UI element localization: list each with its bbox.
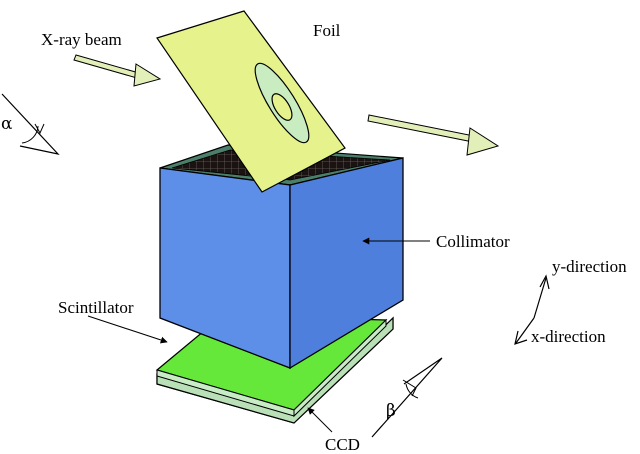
foil-label: Foil: [313, 21, 341, 40]
scintillator-pointer: [87, 315, 168, 344]
direction-axes: [514, 274, 550, 345]
beta-angle-icon: [371, 357, 443, 438]
xray-beam-label: X-ray beam: [41, 30, 122, 49]
x-direction-label: x-direction: [531, 327, 606, 346]
xray-beam-arrow-in: [73, 54, 162, 87]
xray-beam-arrow-out: [367, 114, 500, 156]
alpha-angle-icon: [1, 93, 60, 155]
alpha-label: α: [1, 114, 13, 134]
foil-ring-inner: [271, 93, 293, 121]
collimator-label: Collimator: [436, 232, 510, 251]
foil-sheet: [156, 10, 346, 193]
y-direction-label: y-direction: [552, 257, 627, 276]
ccd-label: CCD: [325, 435, 360, 454]
scintillator-label: Scintillator: [58, 298, 134, 317]
ccd-pointer: [307, 407, 333, 433]
beta-label: β: [386, 401, 396, 421]
